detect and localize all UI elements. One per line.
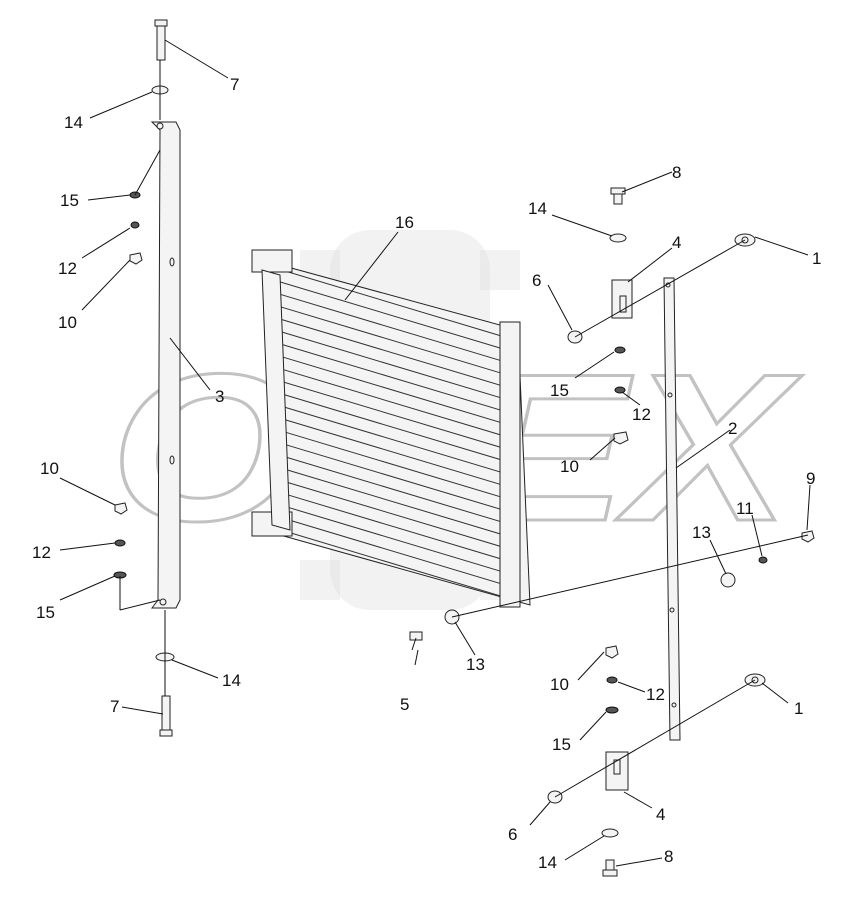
nut-10-bottom-left [114, 502, 128, 515]
lockwasher-15-right-top [614, 346, 626, 354]
condenser-tube [275, 304, 510, 376]
condenser-tube [277, 379, 511, 451]
callout-12-bottom-left: 12 [32, 543, 51, 562]
callout-13-center: 13 [466, 655, 485, 674]
callout-12-right: 12 [632, 405, 651, 424]
callout-15-bottom-right: 15 [552, 735, 571, 754]
callout-12-top-left: 12 [58, 259, 77, 278]
condenser-tube [280, 529, 515, 601]
condenser-tube [279, 479, 514, 551]
callout-14-top-left: 14 [64, 113, 83, 132]
callout-8-bottom: 8 [664, 847, 673, 866]
callout-7-top-left: 7 [230, 75, 239, 94]
screw-5 [409, 631, 423, 651]
washer-12-bottom-right [606, 676, 618, 684]
callout-5: 5 [400, 695, 409, 714]
callout-6-bottom: 6 [508, 825, 517, 844]
condenser-tube [279, 492, 514, 564]
callout-10-bottom-right: 10 [550, 675, 569, 694]
condenser-tube [280, 517, 514, 589]
callout-9: 9 [806, 469, 815, 488]
bolt-8-top-right [610, 187, 626, 205]
callout-15-right: 15 [550, 381, 569, 400]
callout-7-bottom-left: 7 [110, 697, 119, 716]
callout-14-bottom-left: 14 [222, 671, 241, 690]
condenser-tube [275, 279, 509, 351]
callout-8-top: 8 [672, 163, 681, 182]
washer-12-bottom-left [114, 539, 126, 547]
callout-10-right: 10 [560, 457, 579, 476]
callout-15-bottom-left: 15 [36, 603, 55, 622]
callout-4-bottom: 4 [656, 805, 665, 824]
callout-labels: 7 14 15 12 10 3 10 12 15 14 7 16 6 5 13 … [32, 75, 821, 872]
nut-10-right-top [613, 431, 629, 445]
left-bracket-part-3 [150, 121, 181, 609]
callout-3: 3 [215, 387, 224, 406]
callout-1-top: 1 [812, 249, 821, 268]
condenser-tube [280, 504, 514, 576]
condenser-tube [278, 429, 512, 501]
washer-13-right [720, 572, 736, 588]
condenser-tube [279, 467, 513, 539]
callout-15-top-left: 15 [60, 191, 79, 210]
condenser-tube [276, 354, 511, 426]
condenser-tube [277, 392, 512, 464]
right-bar-part-2 [663, 277, 681, 741]
bracket-4-bottom [605, 751, 629, 791]
condenser-tube [276, 329, 510, 401]
washer-14-bottom-right [601, 828, 619, 838]
callout-2: 2 [728, 419, 737, 438]
condenser-tube [277, 404, 512, 476]
condenser-tube [274, 267, 509, 339]
condenser-tube [277, 367, 511, 439]
condenser-tube [278, 417, 512, 489]
callout-16: 16 [395, 213, 414, 232]
washer-14-top-right [609, 233, 627, 243]
lockwasher-15-bottom-right [605, 706, 619, 714]
callout-12-bottom-right: 12 [646, 685, 665, 704]
bracket-4-top [611, 279, 633, 319]
callout-14-top-right: 14 [528, 199, 547, 218]
washer-12-right-top [614, 386, 626, 394]
callout-6-top: 6 [532, 271, 541, 290]
condenser-tube [279, 454, 513, 526]
callout-11: 11 [736, 499, 754, 518]
nut-10-top-left [129, 252, 143, 265]
condenser-tube [275, 317, 510, 389]
condenser-part-16 [251, 249, 531, 608]
washer-11 [758, 556, 768, 564]
nut-9 [801, 530, 815, 543]
callout-10-top-left: 10 [58, 313, 77, 332]
callout-13-right: 13 [692, 523, 711, 542]
condenser-tube [275, 292, 509, 364]
callout-4-top: 4 [672, 233, 681, 252]
condenser-tube [276, 342, 510, 414]
callout-1-bottom: 1 [794, 699, 803, 718]
condenser-tubes [274, 267, 515, 601]
leader-lines [59, 39, 811, 867]
bolt-7-bottom-left [159, 695, 173, 737]
callout-10-bottom-left: 10 [40, 459, 59, 478]
bolt-7-top-left [154, 19, 168, 61]
callout-14-bottom-right: 14 [538, 853, 557, 872]
washer-12-top-left [130, 221, 140, 229]
condenser-tube [278, 442, 513, 514]
nut-10-bottom-right [605, 645, 619, 659]
bolt-8-bottom-right [602, 859, 618, 877]
